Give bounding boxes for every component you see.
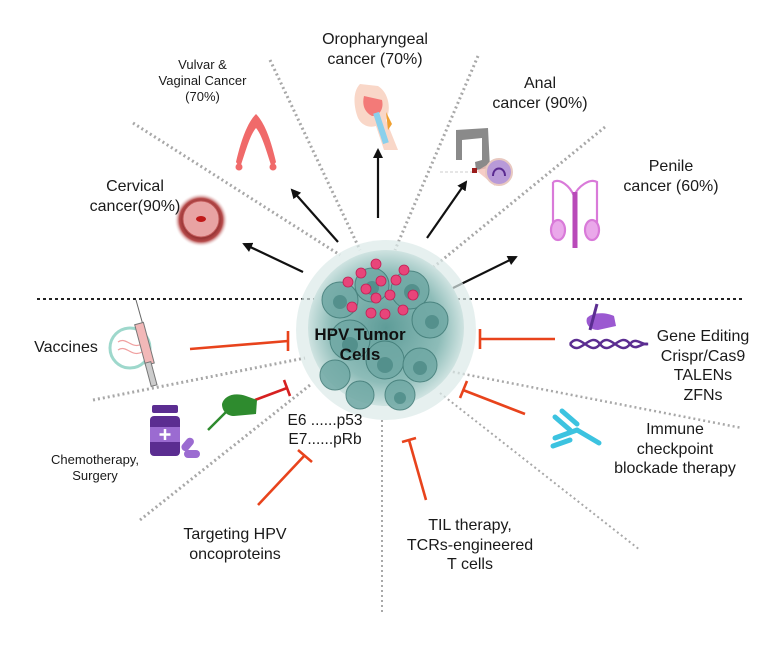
- virus-particles: [342, 258, 419, 320]
- syringe-icon: [108, 299, 158, 387]
- male-reproductive-icon: [549, 179, 601, 248]
- center-title: HPV Tumor Cells: [314, 325, 406, 364]
- radial-dividers: [92, 55, 743, 615]
- label-immune: Immune checkpoint blockade therapy: [614, 421, 736, 478]
- label-vaccines: Vaccines: [34, 339, 98, 356]
- dna-edit-icon: [568, 303, 649, 350]
- inhibition-markers: [189, 329, 555, 506]
- label-anal: Anal cancer (90%): [492, 75, 588, 112]
- scalpel-hand-icon: [207, 394, 257, 431]
- label-oropharyngeal: Oropharyngeal cancer (70%): [322, 31, 428, 68]
- label-vulvar: Vulvar & Vaginal Cancer (70%): [158, 57, 247, 104]
- inhibit-oncoproteins: [257, 449, 313, 506]
- inhibit-til: [401, 436, 428, 501]
- label-oncoproteins: Targeting HPV oncoproteins: [183, 526, 287, 563]
- cervix-icon: [174, 193, 228, 247]
- vulva-icon: [235, 114, 277, 171]
- label-chemo: Chemotherapy, Surgery: [51, 452, 139, 483]
- inhibit-chemo: [254, 379, 292, 402]
- inhibit-gene: [478, 329, 555, 349]
- inhibit-vaccines: [189, 331, 290, 351]
- label-til: TIL therapy, TCRs-engineered T cells: [406, 517, 534, 574]
- colon-icon: [440, 128, 513, 186]
- cancer-arrows: [242, 148, 518, 289]
- label-penile: Penile cancer (60%): [623, 158, 719, 195]
- inhibit-immune: [458, 380, 526, 416]
- antibody-icon: [550, 408, 602, 449]
- oncoprotein-pairs: E6 ......p53 E7......pRb: [287, 412, 363, 448]
- head-neck-icon: [354, 84, 398, 150]
- tumor-cell-cluster: [296, 240, 476, 420]
- label-cervical: Cervical cancer(90%): [89, 178, 181, 215]
- label-gene-editing: Gene Editing Crispr/Cas9 TALENs ZFNs: [656, 328, 750, 404]
- medicine-bottle-icon: [150, 405, 200, 458]
